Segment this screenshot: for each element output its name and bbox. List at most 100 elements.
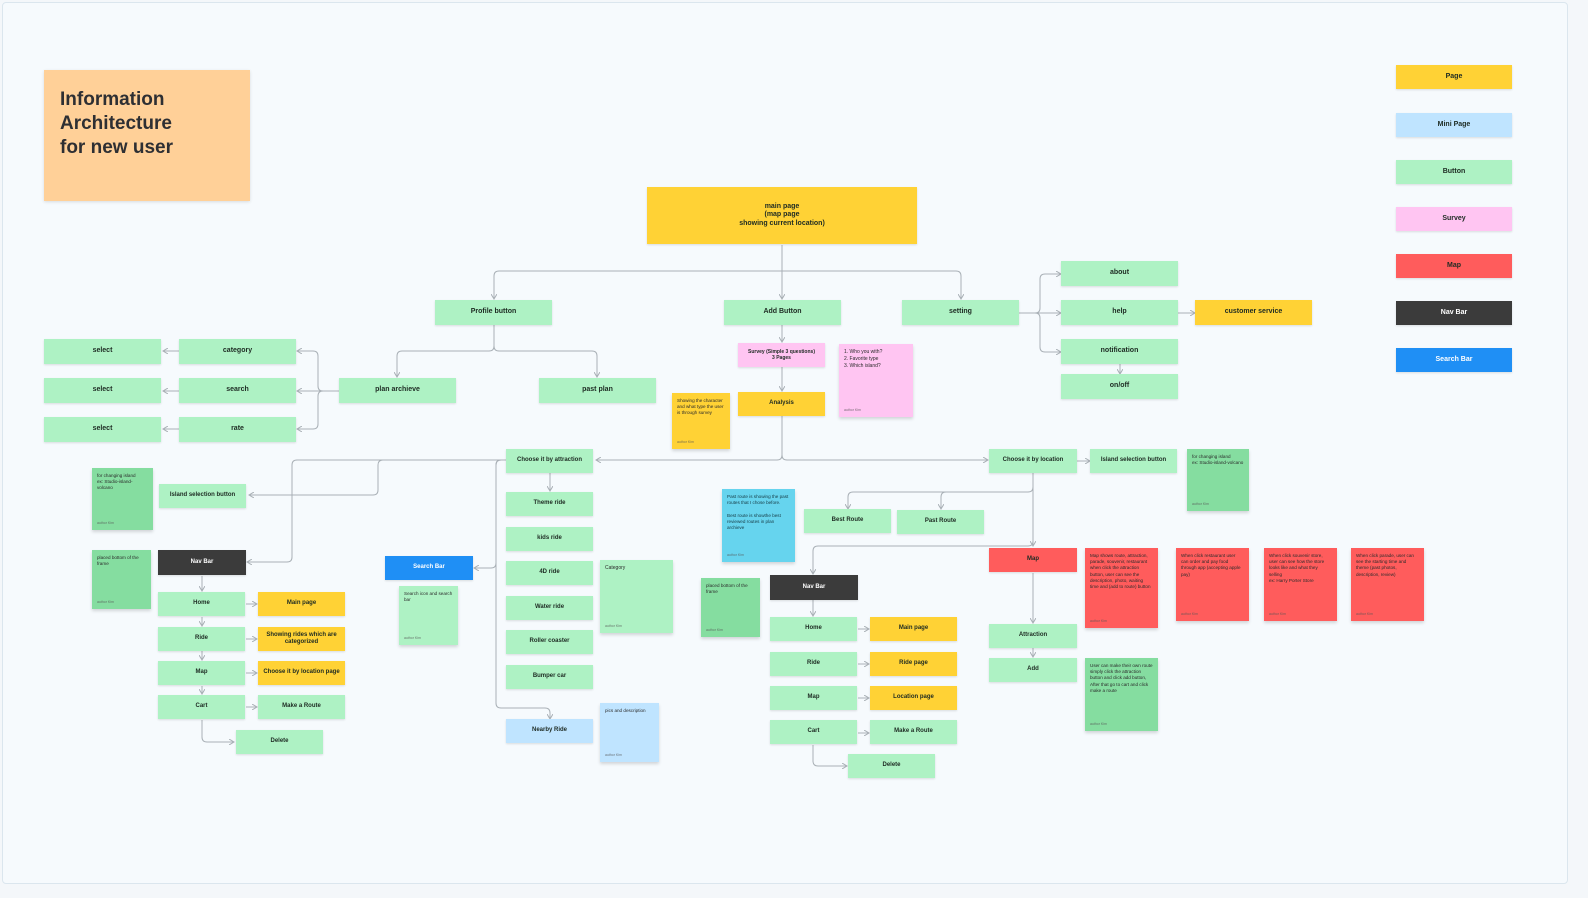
sticky-author: author Kim [706, 628, 723, 633]
rate-node[interactable]: rate [179, 417, 296, 442]
location-nav-home-node[interactable]: Home [770, 617, 857, 641]
analysis-note-text: Showing the character and what type the … [677, 398, 724, 416]
sticky-author: author Kim [404, 636, 421, 641]
main-page-node[interactable]: main page (map page showing current loca… [647, 187, 917, 244]
location-ride-page-node[interactable]: Ride page [870, 652, 957, 676]
location-make-route-node[interactable]: Make a Route [870, 720, 957, 744]
sticky-author: author Kim [1181, 612, 1198, 617]
location-attraction-node[interactable]: Attraction [989, 624, 1077, 648]
attraction-nav-home-node[interactable]: Home [158, 592, 245, 616]
map-note-parade: When click parade, user can see the star… [1351, 548, 1424, 621]
location-island-note: for changing island ex: Studio-island-vo… [1187, 449, 1249, 511]
setting-node[interactable]: setting [902, 300, 1019, 325]
diagram-title-card: Information Architecture for new user [44, 70, 250, 201]
search-note-text: Search icon and search bar [404, 591, 453, 603]
nearby-note-text: pics and description [605, 708, 646, 713]
select-rate-node[interactable]: select [44, 417, 161, 442]
ride-type-bumper-car-node[interactable]: Bumper car [506, 665, 593, 689]
attraction-island-note-text: for changing island ex: Studio-island-vo… [97, 473, 136, 491]
profile-button-node[interactable]: Profile button [435, 300, 552, 325]
attraction-island-selection-node[interactable]: Island selection button [159, 484, 246, 508]
choose-by-location-node[interactable]: Choose it by location [989, 449, 1077, 473]
attraction-nav-cart-node[interactable]: Cart [158, 695, 245, 719]
location-island-note-text: for changing island ex: Studio-island-vo… [1192, 454, 1244, 466]
legend-survey: Survey [1396, 207, 1512, 231]
ride-type-4d-node[interactable]: 4D ride [506, 561, 593, 585]
sticky-author: author Kim [677, 440, 694, 445]
location-location-page-node[interactable]: Location page [870, 686, 957, 710]
location-nav-cart-node[interactable]: Cart [770, 720, 857, 744]
attraction-delete-node[interactable]: Delete [236, 730, 323, 754]
ride-type-water-node[interactable]: Water ride [506, 596, 593, 620]
plan-archive-node[interactable]: plan archieve [339, 378, 456, 403]
attraction-rides-categorized-node[interactable]: Showing rides which are categorized [258, 627, 345, 651]
map-note-attraction: Map shows route, attraction, parade, sou… [1085, 548, 1158, 628]
location-main-page-node[interactable]: Main page [870, 617, 957, 641]
past-plan-node[interactable]: past plan [539, 378, 656, 403]
route-note: Past route is showing the past routes th… [722, 489, 795, 562]
add-button-node[interactable]: Add Button [724, 300, 841, 325]
location-nav-map-node[interactable]: Map [770, 686, 857, 710]
sticky-author: author Kim [1090, 619, 1107, 624]
nearby-note: pics and description author Kim [600, 703, 659, 762]
map-note-souvenir-text: When click souvenir store, user can see … [1269, 553, 1325, 583]
about-node[interactable]: about [1061, 261, 1178, 286]
location-island-selection-node[interactable]: Island selection button [1090, 449, 1177, 473]
route-note-text: Past route is showing the past routes th… [727, 494, 789, 530]
attraction-search-bar-node[interactable]: Search Bar [385, 556, 473, 580]
title-line-3: for new user [60, 137, 173, 158]
ride-type-roller-coaster-node[interactable]: Roller coaster [506, 630, 593, 654]
ride-type-theme-node[interactable]: Theme ride [506, 492, 593, 516]
location-nav-note-text: placed bottom of the frame [706, 583, 748, 595]
sticky-author: author Kim [727, 553, 744, 558]
sticky-author: author Kim [844, 408, 861, 413]
attraction-main-page-node[interactable]: Main page [258, 592, 345, 616]
add-note: User can make their own route simply cli… [1085, 658, 1158, 731]
sticky-author: author Kim [1356, 612, 1373, 617]
attraction-nav-bar-node[interactable]: Nav Bar [158, 550, 246, 575]
help-node[interactable]: help [1061, 300, 1178, 325]
notification-node[interactable]: notification [1061, 339, 1178, 364]
sticky-author: author Kim [1090, 722, 1107, 727]
add-note-text: User can make their own route simply cli… [1090, 663, 1153, 693]
analysis-node[interactable]: Analysis [738, 392, 825, 416]
on-off-node[interactable]: on/off [1061, 374, 1178, 399]
attraction-nav-ride-node[interactable]: Ride [158, 627, 245, 651]
sticky-author: author Kim [605, 753, 622, 758]
customer-service-node[interactable]: customer service [1195, 300, 1312, 325]
location-add-node[interactable]: Add [989, 658, 1077, 682]
location-nav-note: placed bottom of the frame author Kim [701, 578, 760, 637]
survey-node[interactable]: Survey (Simple 3 questions) 3 Pages [738, 343, 825, 367]
legend-page: Page [1396, 65, 1512, 89]
survey-questions-note: 1. Who you with? 2. Favorite type 3. Whi… [839, 344, 913, 417]
location-map-node[interactable]: Map [989, 548, 1077, 572]
search-node[interactable]: search [179, 378, 296, 403]
best-route-node[interactable]: Best Route [804, 509, 891, 533]
location-delete-node[interactable]: Delete [848, 754, 935, 778]
category-node[interactable]: category [179, 339, 296, 364]
location-nav-bar-node[interactable]: Nav Bar [770, 575, 858, 600]
map-note-restaurant-text: When click restaurant user can order and… [1181, 553, 1241, 577]
attraction-island-note: for changing island ex: Studio-island-vo… [92, 468, 153, 530]
legend-search-bar: Search Bar [1396, 348, 1512, 372]
location-nav-ride-node[interactable]: Ride [770, 652, 857, 676]
past-route-node[interactable]: Past Route [897, 510, 984, 534]
survey-questions-text: 1. Who you with? 2. Favorite type 3. Whi… [844, 349, 883, 369]
search-note: Search icon and search bar author Kim [399, 586, 458, 645]
attraction-make-route-node[interactable]: Make a Route [258, 695, 345, 719]
sticky-author: author Kim [97, 521, 114, 526]
sticky-author: author Kim [605, 624, 622, 629]
analysis-note: Showing the character and what type the … [672, 393, 730, 449]
select-category-node[interactable]: select [44, 339, 161, 364]
ride-type-kids-node[interactable]: kids ride [506, 527, 593, 551]
sticky-author: author Kim [1269, 612, 1286, 617]
nearby-ride-node[interactable]: Nearby Ride [506, 719, 593, 743]
choose-by-attraction-node[interactable]: Choose it by attraction [506, 449, 593, 473]
whiteboard-canvas: Information Architecture for new user Pa… [2, 2, 1568, 884]
map-note-restaurant: When click restaurant user can order and… [1176, 548, 1249, 621]
select-search-node[interactable]: select [44, 378, 161, 403]
attraction-nav-map-node[interactable]: Map [158, 661, 245, 685]
attraction-location-page-node[interactable]: Choose it by location page [258, 661, 345, 685]
attraction-nav-note-text: placed bottom of the frame [97, 555, 139, 567]
